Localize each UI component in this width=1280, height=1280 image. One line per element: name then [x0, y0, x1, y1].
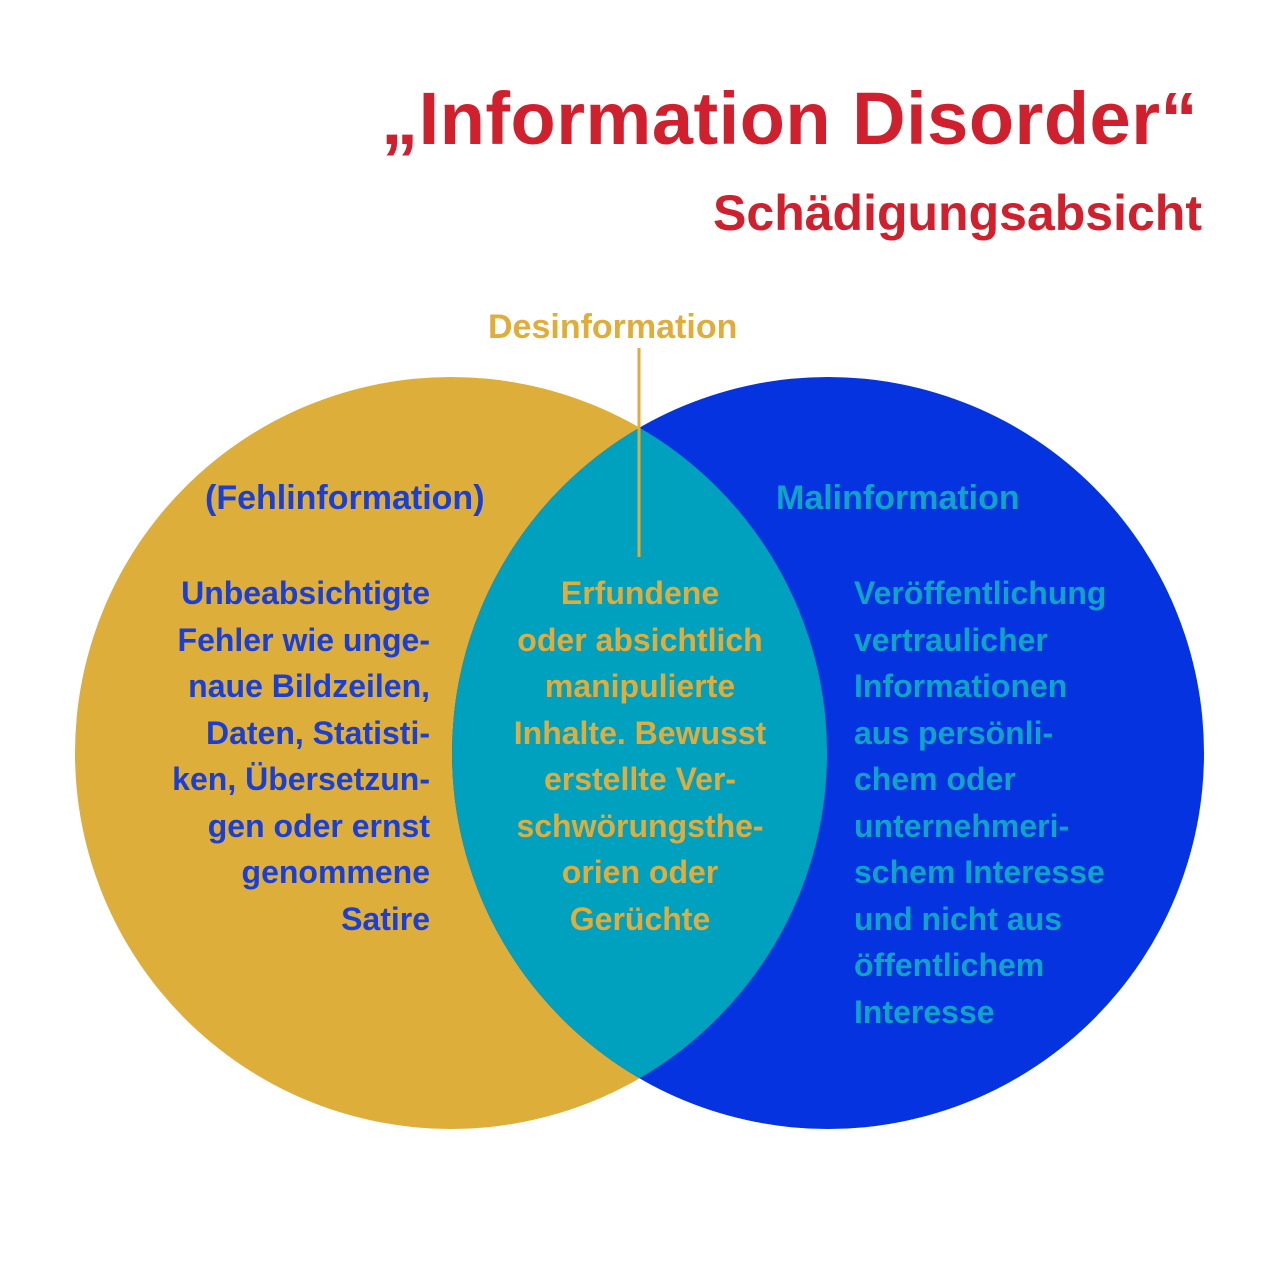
malinformation-description: Veröffentlichung vertraulicher Informati…: [854, 570, 1184, 1035]
text-line: Fehler wie unge-: [177, 621, 430, 658]
text-line: und nicht aus: [854, 900, 1062, 937]
text-line: manipulierte: [544, 668, 736, 704]
text-line: ken, Übersetzun-: [172, 761, 430, 797]
text-line: schwörungsthe-: [516, 807, 764, 844]
fehlinformation-description: Unbeabsichtigte Fehler wie unge- naue Bi…: [118, 570, 430, 942]
title: „Information Disorder“: [381, 77, 1198, 160]
text-line: genommene: [241, 854, 430, 890]
text-line: Veröffentlichung: [854, 575, 1107, 611]
text-line: schem Interesse: [854, 854, 1105, 890]
text-line: unternehmeri-: [854, 807, 1070, 844]
text-line: orien oder: [561, 854, 719, 890]
text-line: Interesse: [854, 993, 995, 1030]
text-line: Daten, Statisti-: [205, 714, 430, 751]
desinformation-description: Erfundene oder absichtlich manipulierte …: [478, 570, 802, 942]
text-line: Unbeabsichtigte: [181, 575, 430, 611]
text-line: chem oder: [854, 761, 1016, 797]
text-line: Satire: [341, 900, 430, 937]
text-line: Inhalte. Bewusst: [513, 714, 767, 751]
text-line: erstellte Ver-: [543, 761, 737, 797]
text-line: gen oder ernst: [207, 807, 430, 844]
text-line: öffentlichem: [854, 947, 1045, 983]
desinformation-label: Desinformation: [488, 308, 738, 346]
text-line: Erfundene: [560, 575, 720, 611]
text-line: oder absichtlich: [517, 621, 763, 658]
malinformation-label: Malinformation: [776, 479, 1020, 517]
text-line: aus persönli-: [854, 714, 1054, 751]
text-line: vertraulicher: [854, 621, 1048, 658]
text-line: Gerüchte: [569, 900, 711, 937]
text-line: naue Bildzeilen,: [188, 668, 430, 704]
subtitle: Schädigungsabsicht: [713, 185, 1202, 241]
text-line: Informationen: [854, 668, 1068, 704]
overlap-lens: [452, 377, 827, 1129]
fehlinformation-label: (Fehlinformation): [205, 479, 485, 517]
